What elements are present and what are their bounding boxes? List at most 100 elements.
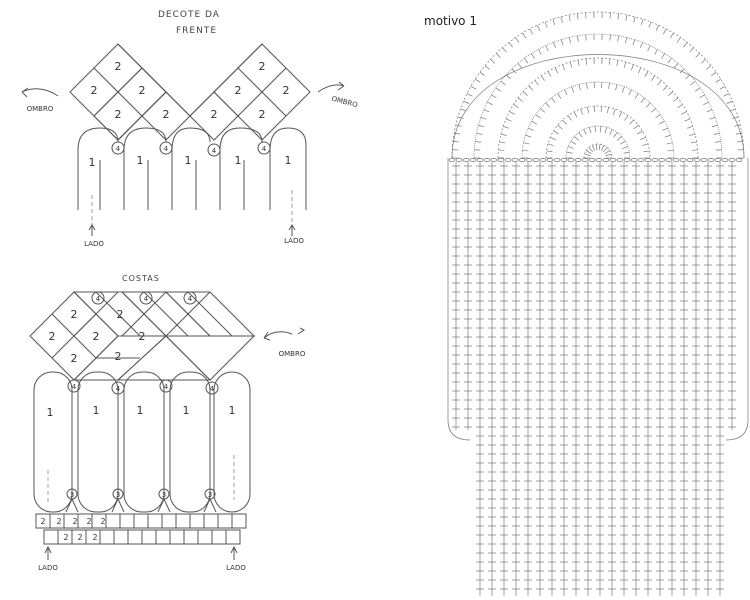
chart-stitch-mark (594, 126, 596, 133)
back-motif-label: 2 (117, 308, 124, 321)
chart-chain-stitch (602, 158, 610, 162)
chart-chain-stitch (707, 158, 715, 162)
front-motif-label: 2 (259, 60, 266, 73)
chart-stitch-mark (484, 65, 490, 70)
chart-stitch-mark (540, 75, 545, 81)
chart-stitch-mark (714, 141, 721, 143)
chart-stitch-mark (550, 136, 556, 140)
chart-stitch-mark (642, 143, 649, 146)
front-motif-label: 2 (91, 84, 98, 97)
chart-stitch-mark (631, 64, 634, 71)
chart-chain-stitch (637, 158, 645, 162)
chart-stitch-mark (650, 108, 656, 113)
chart-stitch-mark (601, 145, 605, 151)
chart-chain-stitch (497, 158, 505, 162)
chart-stitch-mark (495, 87, 501, 92)
chart-chain-stitch (448, 158, 456, 162)
chart-stitch-mark (622, 146, 628, 149)
chart-stitch-mark (726, 100, 733, 104)
chart-stitch-mark (530, 53, 535, 59)
chart-arch-row (497, 57, 699, 159)
back-motif-label: 4 (144, 295, 149, 303)
chart-stitch-mark (623, 61, 627, 68)
chart-stitch-mark (632, 39, 636, 46)
chart-stitch-mark (633, 124, 639, 130)
chart-stitch-mark (578, 84, 581, 91)
front-title-line1: DECOTE DA (158, 10, 220, 20)
chart-stitch-mark (676, 37, 681, 43)
chart-stitch-mark (719, 85, 726, 90)
chart-stitch-mark (577, 35, 579, 42)
chart-stitch-mark (625, 37, 628, 44)
back-motif-label: 3 (70, 491, 74, 499)
chart-chain-stitch (518, 158, 526, 162)
chart-arch-row (473, 33, 723, 159)
chart-stitch-mark (490, 59, 496, 64)
front-motif-label: 2 (139, 84, 146, 97)
chart-stitch-mark (564, 89, 568, 96)
chart-chain-stitch (546, 158, 554, 162)
chart-stitch-mark (535, 114, 541, 119)
chart-stitch-mark (515, 37, 520, 43)
chart-stitch-mark (672, 97, 679, 102)
chart-stitch-mark (528, 85, 534, 91)
chart-stitch-mark (483, 109, 490, 113)
chart-stitch-mark (525, 134, 532, 138)
chart-stitch-mark (466, 93, 473, 97)
chart-stitch-mark (505, 118, 512, 122)
chart-stitch-mark (508, 42, 513, 48)
chart-stitch-mark (706, 65, 712, 70)
back-motif-label: 2 (63, 533, 68, 542)
chart-stitch-mark (476, 132, 483, 135)
back-motif-label: 2 (49, 330, 56, 343)
chart-stitch-mark (588, 147, 594, 153)
chart-stitch-mark (667, 57, 672, 64)
chart-stitch-mark (547, 143, 554, 146)
chart-stitch-mark (711, 124, 718, 128)
chart-stitch-mark (574, 136, 580, 141)
chart-stitch-mark (463, 100, 470, 104)
chart-chain-stitch (672, 158, 680, 162)
chart-stitch-mark (609, 129, 613, 135)
chart-chain-stitch (581, 158, 589, 162)
back-motif-label: 4 (210, 385, 215, 393)
back-motif-label: 2 (56, 517, 61, 526)
chart-stitch-mark (667, 149, 674, 152)
chart-stitch-mark (625, 14, 628, 21)
back-motif-label: 2 (71, 352, 78, 365)
chart-stitch-mark (637, 130, 643, 135)
chart-stitch-mark (607, 107, 609, 114)
chart-stitch-mark (588, 127, 592, 134)
chart-stitch-mark (655, 114, 661, 119)
chart-stitch-mark (470, 85, 477, 90)
back-motif-label: 2 (100, 517, 105, 526)
chart-stitch-mark (544, 21, 548, 28)
chart-stitch-mark (690, 80, 696, 86)
back-motif-label: 4 (188, 295, 193, 303)
front-motif-label: 2 (235, 84, 242, 97)
back-motif-label: 3 (116, 491, 120, 499)
back-diagram: 2 2 2 2 2 2 2 4 4 4 4 4 4 4 (29, 291, 306, 572)
chart-stitch-mark (634, 93, 639, 99)
chart-stitch-mark (474, 78, 481, 83)
back-motif-label: 2 (72, 517, 77, 526)
chart-stitch-mark (551, 97, 556, 103)
chart-stitch-mark (608, 82, 610, 89)
chart-outline (447, 158, 471, 441)
chart-stitch-mark (621, 86, 625, 93)
back-bottom-band (35, 513, 247, 545)
back-circled-3-markers (65, 488, 217, 513)
back-motif-label: 4 (164, 383, 169, 391)
chart-stitch-mark (570, 140, 577, 145)
chart-stitch-mark (576, 13, 579, 20)
chart-stitch-mark (552, 19, 556, 25)
chart-stitch-mark (475, 141, 482, 143)
chart-chain-stitch (658, 158, 666, 162)
chart-stitch-mark (567, 115, 572, 121)
chart-stitch-mark (648, 21, 652, 28)
band-square (231, 513, 247, 529)
chart-stitch-mark (684, 118, 691, 122)
chart-chain-stitch (574, 158, 582, 162)
chart-chain-stitch (455, 158, 463, 162)
